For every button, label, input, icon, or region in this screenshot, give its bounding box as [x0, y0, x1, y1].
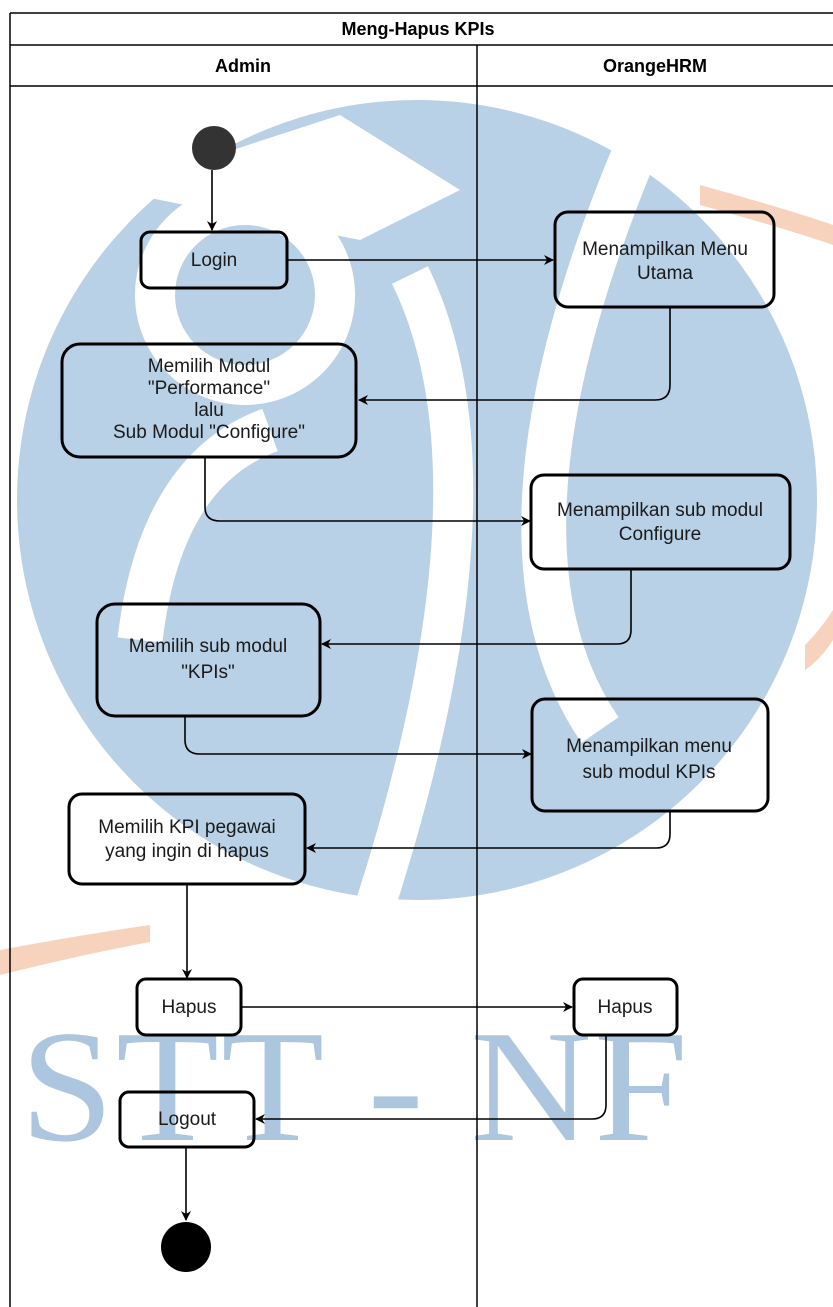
- node-hapus-system-label: Hapus: [598, 997, 653, 1018]
- node-hapus-admin-label: Hapus: [162, 997, 217, 1018]
- node-label-line: "KPIs": [181, 662, 235, 683]
- edge-hapus-system-logout: [255, 1035, 607, 1124]
- node-select-kpis-label: Memilih sub modul "KPIs": [129, 636, 287, 683]
- node-label-line: "Performance": [148, 378, 270, 399]
- node-show-configure: [529, 473, 792, 571]
- node-select-module: [60, 342, 358, 459]
- watermark-orange-swoosh: [700, 185, 833, 245]
- edge-showkpis-selectkpi: [306, 811, 671, 853]
- node-hapus-system: [572, 977, 679, 1037]
- node-label-line: Memilih Modul: [148, 356, 270, 377]
- edges: [181, 170, 671, 1221]
- node-label-line: Menampilkan Menu: [582, 239, 748, 260]
- edge-selectkpis-showkpis: [184, 717, 532, 759]
- watermark-orange-swoosh: [805, 610, 833, 670]
- swimlane-frame: Meng-Hapus KPIs Admin OrangeHRM: [9, 12, 833, 1307]
- lane-header-orangehrm: OrangeHRM: [603, 56, 707, 76]
- watermark-text: STT - NF: [20, 997, 690, 1175]
- edge-mainmenu-selectmodule: [358, 308, 671, 405]
- diagram-title: Meng-Hapus KPIs: [341, 19, 494, 39]
- node-label-line: Sub Modul "Configure": [113, 422, 305, 443]
- node-logout: [118, 1090, 256, 1149]
- node-label-line: Menampilkan sub modul: [557, 500, 763, 521]
- edge-showconfigure-selectkpis: [321, 570, 632, 649]
- end-node: [161, 1222, 211, 1272]
- node-label-line: Hapus: [598, 997, 653, 1018]
- node-show-kpis: [530, 697, 770, 813]
- watermark-figure-stroke: [521, 131, 661, 743]
- node-hapus-admin: [135, 977, 243, 1037]
- watermark-head-ring: [135, 185, 355, 405]
- node-label-line: Memilih sub modul: [129, 636, 287, 657]
- node-login-label: Login: [191, 250, 238, 271]
- node-select-kpi: [67, 792, 307, 886]
- node-select-kpis: [95, 602, 322, 718]
- watermark-logo: STT - NF: [0, 100, 833, 1175]
- node-select-kpi-label: Memilih KPI pegawai yang ingin di hapus: [98, 817, 275, 862]
- title-bar: [10, 13, 833, 45]
- start-node: [192, 126, 236, 170]
- node-label-line: Hapus: [162, 997, 217, 1018]
- watermark-orange-swoosh: [0, 925, 150, 975]
- edge-selectmodule-showconfigure: [204, 458, 531, 526]
- node-label-line: Menampilkan menu: [566, 736, 732, 757]
- node-label-line: yang ingin di hapus: [105, 841, 269, 862]
- watermark-figure-stroke: [117, 408, 279, 643]
- node-label-line: lalu: [194, 400, 224, 421]
- node-label-line: Configure: [619, 524, 701, 545]
- node-label-line: Memilih KPI pegawai: [98, 817, 275, 838]
- node-login: [139, 230, 289, 290]
- node-main-menu: [553, 210, 776, 309]
- node-label-line: Utama: [637, 263, 693, 284]
- node-show-kpis-label: Menampilkan menu sub modul KPIs: [566, 736, 732, 783]
- node-label-line: Logout: [158, 1109, 217, 1130]
- node-label-line: Login: [191, 250, 238, 271]
- lane-header-bar: [10, 45, 833, 86]
- node-logout-label: Logout: [158, 1109, 217, 1130]
- node-label-line: sub modul KPIs: [582, 762, 715, 783]
- lane-header-admin: Admin: [215, 56, 271, 76]
- watermark-mortarboard: [110, 115, 460, 240]
